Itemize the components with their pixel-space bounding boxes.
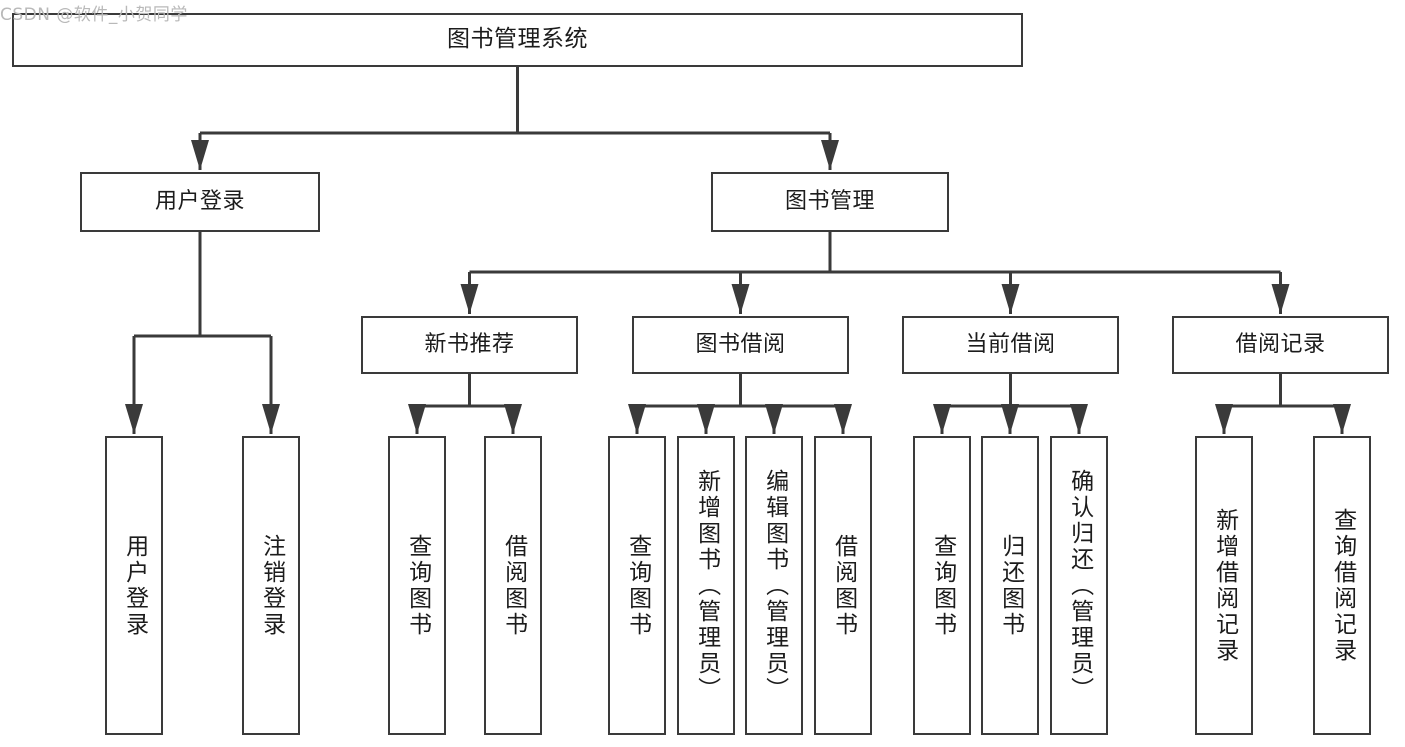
arrow-head <box>697 404 715 434</box>
node-label: 确认归还（管理员） <box>1066 468 1093 703</box>
node-label: 查询图书 <box>929 533 956 638</box>
node-label: 图书借阅 <box>695 332 786 358</box>
arrow-head <box>1215 404 1233 434</box>
node-leaf-confirm-return: 确认归还（管理员） <box>1050 436 1108 735</box>
node-new-book-rec: 新书推荐 <box>361 316 578 374</box>
node-leaf-rec-borrow-book: 借阅图书 <box>484 436 542 735</box>
node-leaf-borrow-book: 借阅图书 <box>814 436 872 735</box>
node-leaf-rec-query-book: 查询图书 <box>388 436 446 735</box>
node-leaf-cur-query-book: 查询图书 <box>913 436 971 735</box>
arrow-head <box>460 284 479 314</box>
node-user-login: 用户登录 <box>80 172 320 232</box>
node-label: 注销登录 <box>258 533 285 638</box>
node-label: 查询借阅记录 <box>1329 507 1356 664</box>
arrow-head <box>1070 404 1088 434</box>
arrow-head <box>408 404 426 434</box>
node-book-manage: 图书管理 <box>711 172 949 232</box>
node-label: 图书管理系统 <box>447 26 588 53</box>
arrow-head <box>628 404 646 434</box>
arrow-head <box>1271 284 1290 314</box>
node-leaf-borrow-query-book: 查询图书 <box>608 436 666 735</box>
node-borrow-record: 借阅记录 <box>1172 316 1389 374</box>
arrow-head <box>1001 284 1020 314</box>
node-label: 编辑图书（管理员） <box>761 468 788 703</box>
node-label: 用户登录 <box>154 189 245 215</box>
node-leaf-add-record: 新增借阅记录 <box>1195 436 1253 735</box>
arrow-head <box>191 140 209 170</box>
node-label: 新增图书（管理员） <box>693 468 720 703</box>
arrow-head <box>933 404 951 434</box>
node-label: 新增借阅记录 <box>1211 507 1238 664</box>
node-leaf-add-book: 新增图书（管理员） <box>677 436 735 735</box>
arrow-head <box>125 404 143 434</box>
arrow-head <box>262 404 280 434</box>
node-leaf-return-book: 归还图书 <box>981 436 1039 735</box>
node-label: 借阅图书 <box>500 533 527 638</box>
node-label: 查询图书 <box>624 533 651 638</box>
node-label: 新书推荐 <box>424 332 515 358</box>
node-leaf-query-record: 查询借阅记录 <box>1313 436 1371 735</box>
arrow-head <box>765 404 783 434</box>
node-leaf-user-login: 用户登录 <box>105 436 163 735</box>
node-label: 图书管理 <box>784 189 875 215</box>
node-root: 图书管理系统 <box>12 13 1023 67</box>
node-label: 查询图书 <box>404 533 431 638</box>
arrow-head <box>731 284 750 314</box>
node-book-borrow: 图书借阅 <box>632 316 849 374</box>
arrow-head <box>834 404 852 434</box>
node-label: 借阅记录 <box>1235 332 1326 358</box>
arrow-head <box>1001 404 1019 434</box>
node-leaf-logout: 注销登录 <box>242 436 300 735</box>
arrow-head <box>504 404 522 434</box>
connector-group <box>125 67 1351 434</box>
node-label: 当前借阅 <box>965 332 1056 358</box>
node-label: 借阅图书 <box>830 533 857 638</box>
node-current-borrow: 当前借阅 <box>902 316 1119 374</box>
node-leaf-edit-book: 编辑图书（管理员） <box>745 436 803 735</box>
node-label: 用户登录 <box>121 533 148 638</box>
arrow-head <box>821 140 839 170</box>
node-label: 归还图书 <box>997 533 1024 638</box>
arrow-head <box>1333 404 1351 434</box>
